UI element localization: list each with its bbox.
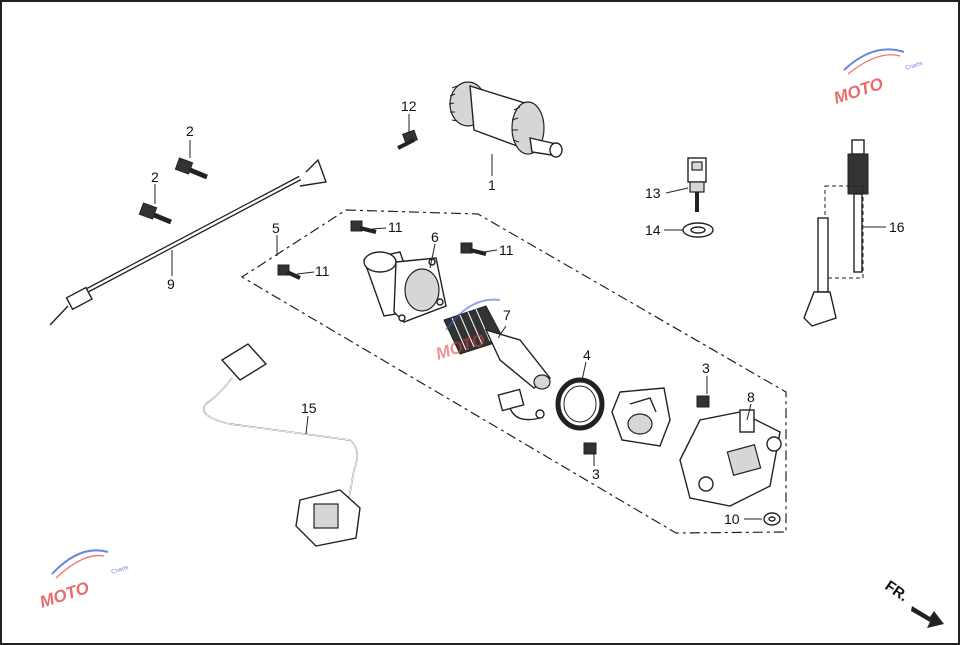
callout-1: 1 — [488, 177, 496, 193]
watermark-text-bl: MOTO — [37, 578, 91, 612]
callout-7: 7 — [503, 307, 511, 323]
spring-3-lower-part — [583, 442, 597, 455]
callout-2-upper: 2 — [186, 123, 194, 139]
bolt-11-b-part — [460, 242, 487, 256]
callout-3-upper: 3 — [702, 360, 710, 376]
bracket-plate-part — [611, 387, 671, 447]
bolt-2-lower-part — [138, 202, 172, 225]
fr-label: FR. — [882, 577, 912, 605]
front-arrow-icon — [911, 606, 944, 628]
cable-9-part — [49, 158, 327, 326]
starter-clutch-part — [448, 81, 563, 158]
armature-part — [443, 305, 552, 390]
bolt-2-upper-part — [174, 157, 208, 180]
watermark-subtext: Cnarts — [905, 61, 924, 72]
watermark-subtext-bl: Cnarts — [111, 565, 130, 576]
callout-3-lower: 3 — [592, 466, 600, 482]
callout-11-b: 11 — [499, 242, 514, 258]
wiring-harness-15-part — [203, 343, 361, 547]
washer-10-part — [763, 512, 781, 526]
assembly-boundary — [240, 209, 787, 534]
callout-9: 9 — [167, 276, 175, 292]
front-direction-indicator: FR. — [882, 577, 944, 628]
o-ring-part — [555, 377, 605, 431]
callout-2-lower: 2 — [151, 169, 159, 185]
starter-housing-part — [363, 251, 447, 323]
callout-6: 6 — [431, 229, 439, 245]
brush-holder-part — [497, 388, 545, 421]
callout-12: 12 — [401, 98, 417, 114]
washer-14-part — [682, 222, 714, 238]
watermark-logo-bottom-left: MOTO Cnarts — [37, 549, 130, 612]
callout-13: 13 — [645, 185, 661, 201]
callout-16: 16 — [889, 219, 905, 235]
callout-4: 4 — [583, 347, 591, 363]
sensor-13-part — [687, 157, 707, 212]
callout-labels: 1 2 2 3 3 4 5 6 7 8 9 10 11 11 11 12 13 … — [151, 98, 905, 527]
bolt-12-part — [397, 129, 418, 150]
speed-sensor-16-part — [803, 139, 869, 327]
bolt-11-c-part — [277, 264, 301, 280]
end-cover-part — [679, 409, 782, 507]
spring-3-upper-part — [696, 395, 710, 408]
leader-lines — [154, 114, 886, 520]
callout-10: 10 — [724, 511, 740, 527]
callout-8: 8 — [747, 389, 755, 405]
watermark-logo-top-right: MOTO Cnarts — [831, 48, 924, 108]
callout-11-c: 11 — [315, 263, 330, 279]
bolt-11-a-part — [350, 220, 377, 234]
callout-5: 5 — [272, 220, 280, 236]
callout-11-a: 11 — [388, 219, 403, 235]
callout-14: 14 — [645, 222, 661, 238]
watermark-text: MOTO — [831, 74, 885, 108]
callout-15: 15 — [301, 400, 317, 416]
